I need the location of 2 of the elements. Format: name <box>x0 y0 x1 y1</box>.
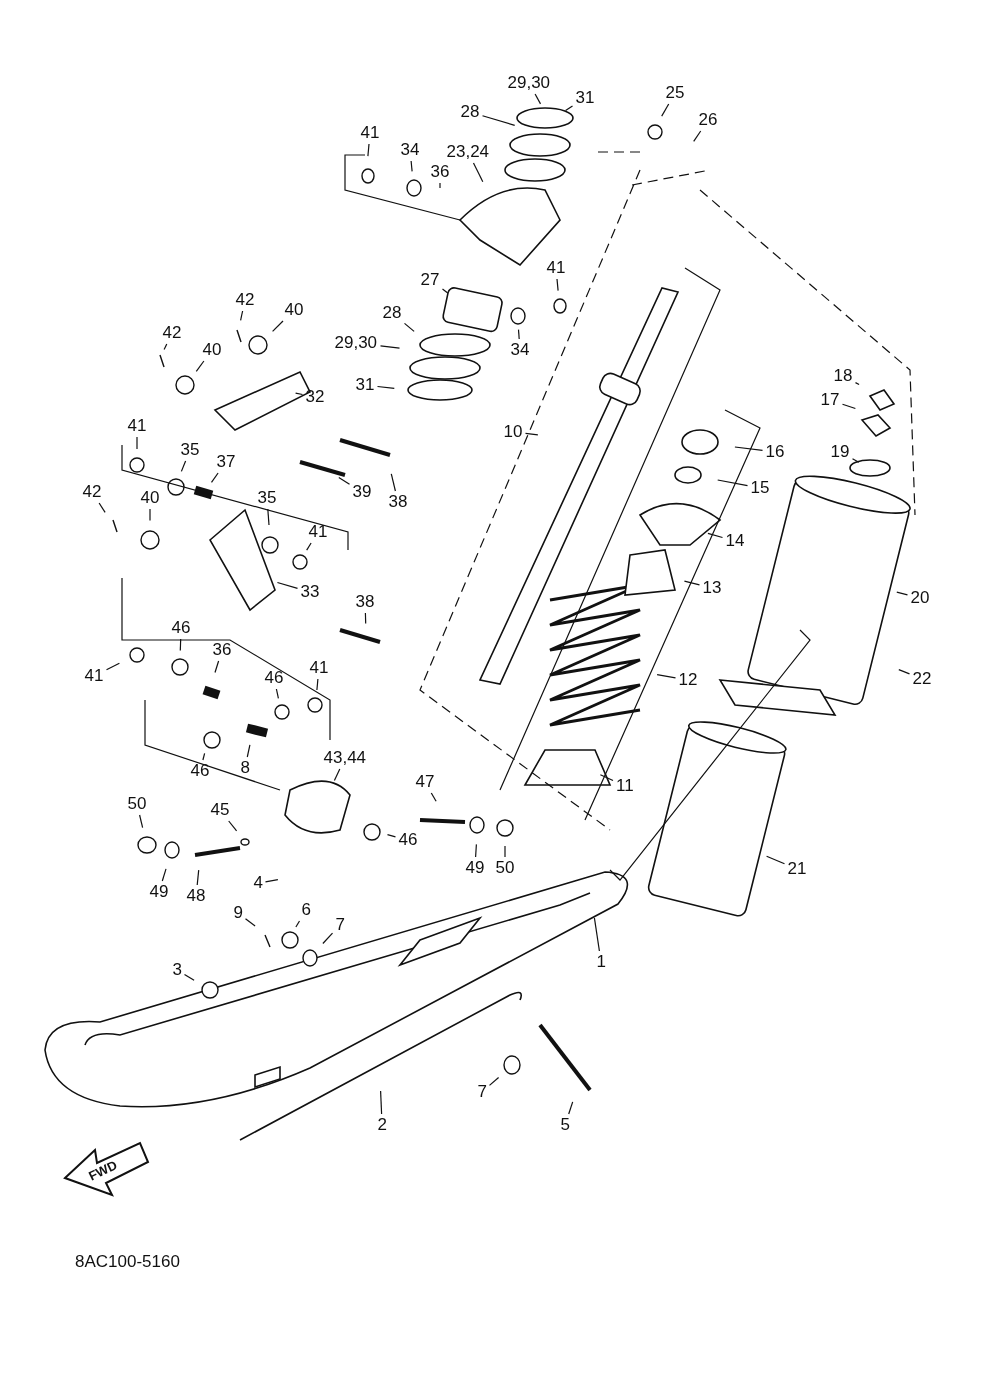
diagram-code: 8AC100-5160 <box>75 1252 180 1272</box>
arrow-label: FWD <box>86 1156 120 1184</box>
